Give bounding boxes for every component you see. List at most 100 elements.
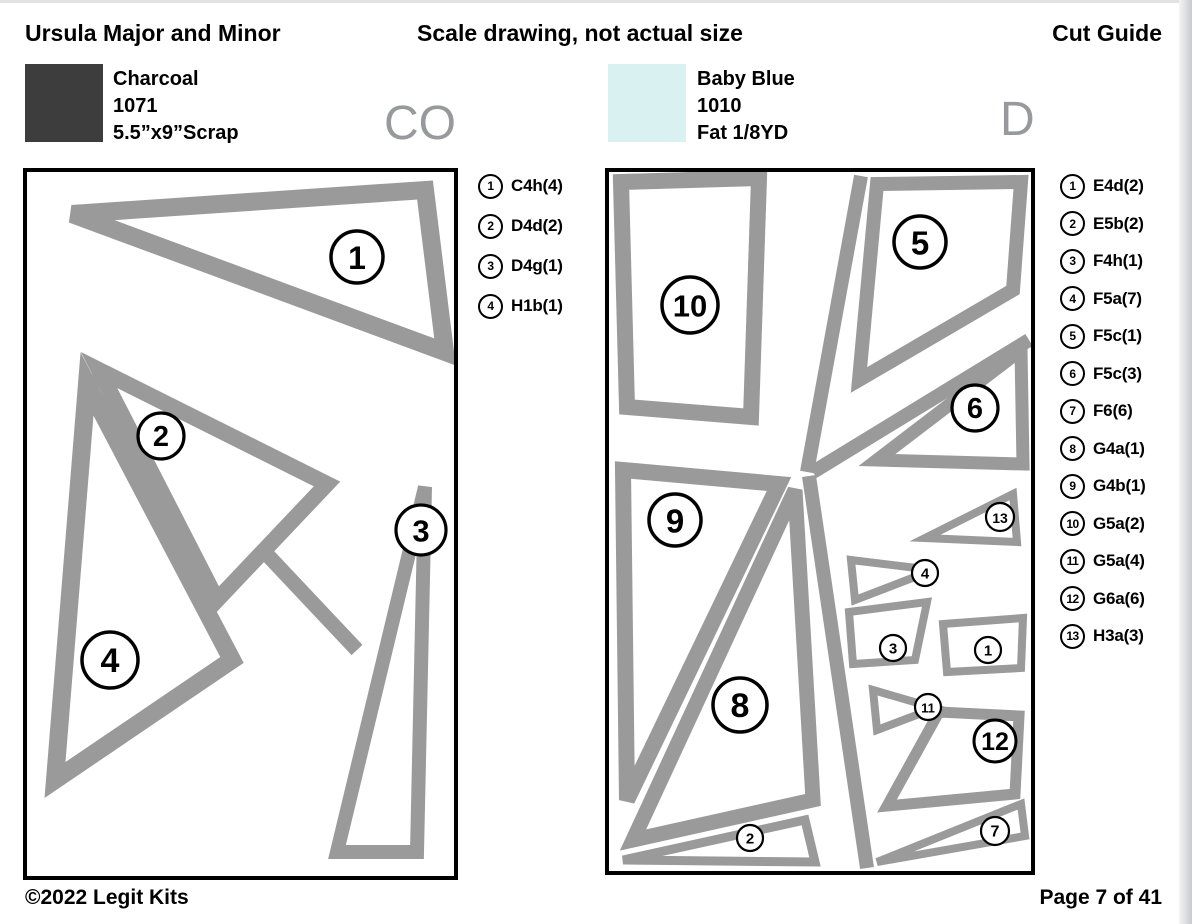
- page-title: Ursula Major and Minor: [25, 20, 281, 46]
- baby-blue-info: Baby Blue 1010 Fat 1/8YD: [697, 66, 795, 147]
- legend-item: 4 F5a(7): [1060, 286, 1146, 311]
- legend-number-badge: 1: [1060, 173, 1085, 199]
- svg-text:12: 12: [981, 728, 1009, 756]
- legend-label: F4h(1): [1093, 251, 1143, 270]
- piece-shape-9: [614, 461, 792, 804]
- svg-text:7: 7: [991, 824, 1000, 841]
- diagram-co: 1 2 3 4: [23, 168, 458, 880]
- legend-item: 4 H1b(1): [478, 293, 563, 319]
- legend-label: H3a(3): [1093, 626, 1144, 645]
- piece-shape-2: [622, 814, 821, 867]
- svg-text:2: 2: [746, 831, 754, 848]
- piece-number-12: 12: [972, 718, 1018, 764]
- piece-number-8: 8: [711, 676, 769, 734]
- legend-label: C4h(4): [511, 176, 563, 195]
- legend-number-badge: 12: [1060, 586, 1085, 611]
- piece-number-1: 1: [329, 229, 385, 285]
- scale-note: Scale drawing, not actual size: [417, 20, 743, 46]
- piece-number-5: 5: [892, 214, 948, 270]
- section-letter-co: CO: [384, 97, 456, 150]
- legend-label: F5a(7): [1093, 288, 1142, 308]
- legend-item: 13 H3a(3): [1060, 623, 1146, 649]
- legend-number-badge: 2: [478, 213, 503, 239]
- legend-item: 3 F4h(1): [1060, 248, 1146, 274]
- piece-number-10: 10: [660, 275, 720, 335]
- fabric-name: Charcoal: [113, 68, 199, 90]
- piece-number-1: 1: [973, 635, 1003, 665]
- legend-label: H1b(1): [511, 296, 563, 315]
- charcoal-info: Charcoal 1071 5.5”x9”Scrap: [113, 66, 239, 147]
- top-border-strip: [0, 0, 1192, 3]
- svg-text:13: 13: [992, 510, 1008, 526]
- piece-shape-11: [868, 684, 948, 736]
- legend-label: D4d(2): [511, 216, 563, 235]
- piece-shape-6: [858, 337, 1030, 471]
- section-letter-d: D: [1000, 93, 1035, 146]
- legend-item: 1 C4h(4): [478, 173, 563, 199]
- legend-item: 8 G4a(1): [1060, 436, 1146, 461]
- legend-item: 2 D4d(2): [478, 213, 563, 239]
- piece-number-4: 4: [910, 558, 940, 588]
- piece-shape-5: [850, 174, 1029, 393]
- legend-number-badge: 5: [1060, 323, 1085, 349]
- legend-label: G6a(6): [1093, 588, 1145, 608]
- diagram-d: 10 5 6 9 13 4: [605, 168, 1035, 875]
- svg-text:3: 3: [889, 641, 897, 658]
- piece-number-2: 2: [136, 411, 186, 461]
- legend-number-badge: 4: [1060, 286, 1085, 311]
- legend-item: 12 G6a(6): [1060, 586, 1146, 611]
- legend-label: F5c(3): [1093, 363, 1142, 383]
- piece-number-3: 3: [878, 633, 908, 663]
- legend-number-badge: 10: [1060, 511, 1085, 536]
- piece-shape-3: [328, 485, 432, 859]
- legend-label: F6(6): [1093, 401, 1133, 420]
- legend-label: D4g(1): [511, 256, 563, 275]
- piece-number-11: 11: [913, 692, 943, 722]
- seam-band: [809, 334, 1033, 478]
- legend-item: 6 F5c(3): [1060, 361, 1146, 386]
- legend-item: 3 D4g(1): [478, 253, 563, 279]
- piece-number-13: 13: [984, 501, 1016, 533]
- legend-label: G5a(2): [1093, 513, 1145, 533]
- svg-text:1: 1: [984, 643, 992, 660]
- legend-item: 1 E4d(2): [1060, 173, 1146, 199]
- copyright: ©2022 Legit Kits: [25, 886, 189, 909]
- diagram-co-svg: 1 2 3 4: [44, 180, 456, 859]
- svg-text:5: 5: [911, 225, 929, 262]
- legend-number-badge: 6: [1060, 361, 1085, 386]
- svg-text:9: 9: [666, 503, 684, 540]
- svg-text:8: 8: [731, 687, 750, 725]
- piece-number-2: 2: [735, 823, 765, 853]
- legend-label: G4a(1): [1093, 438, 1145, 458]
- legend-number-badge: 4: [478, 293, 503, 319]
- diagram-d-svg: 10 5 6 9 13 4: [612, 169, 1033, 870]
- svg-text:2: 2: [153, 421, 169, 453]
- scrollbar[interactable]: [1179, 0, 1192, 924]
- fabric-size: Fat 1/8YD: [697, 122, 789, 144]
- legend-number-badge: 8: [1060, 436, 1085, 461]
- legend-item: 2 E5b(2): [1060, 211, 1146, 236]
- legend-number-badge: 1: [478, 173, 503, 199]
- legend-number-badge: 7: [1060, 398, 1085, 424]
- seam-band: [802, 474, 874, 870]
- legend-label: F5c(1): [1093, 326, 1142, 345]
- svg-text:11: 11: [921, 701, 935, 716]
- piece-number-6: 6: [950, 383, 1000, 433]
- cut-guide-label: Cut Guide: [1052, 20, 1162, 46]
- legend-label: G4b(1): [1093, 476, 1146, 495]
- piece-number-7: 7: [979, 815, 1011, 847]
- piece-shape-3: [844, 597, 933, 669]
- svg-text:4: 4: [101, 642, 120, 680]
- charcoal-swatch: [25, 64, 103, 142]
- baby-blue-swatch: [608, 64, 686, 142]
- legend-item: 11 G5a(4): [1060, 548, 1146, 574]
- legend-d: 1 E4d(2) 2 E5b(2) 3 F4h(1) 4 F5a(7) 5 F5…: [1060, 173, 1146, 649]
- fabric-code: 1071: [113, 95, 158, 117]
- fabric-code: 1010: [697, 95, 742, 117]
- legend-item: 5 F5c(1): [1060, 323, 1146, 349]
- legend-item: 7 F6(6): [1060, 398, 1146, 424]
- piece-number-4: 4: [80, 630, 140, 690]
- seam-band: [800, 174, 868, 474]
- piece-number-9: 9: [647, 492, 703, 548]
